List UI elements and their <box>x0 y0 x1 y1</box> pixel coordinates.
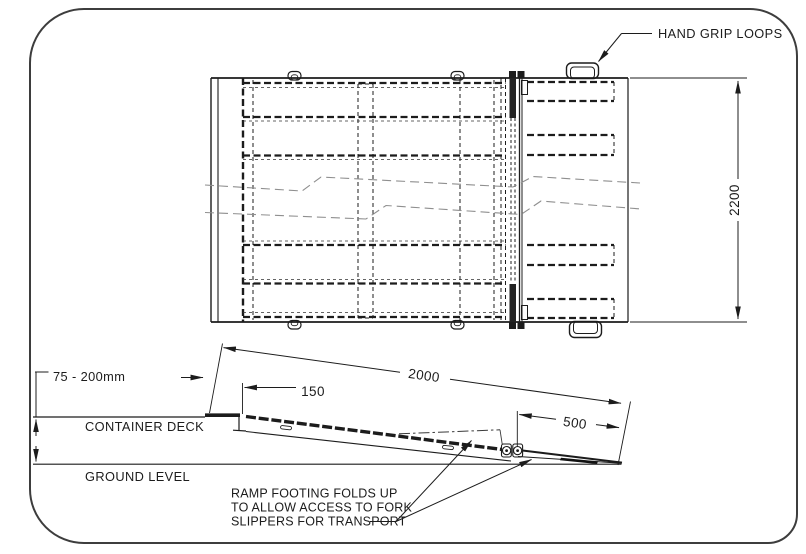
fold-hinge <box>500 71 528 329</box>
deck-height-range-label: 75 - 200mm <box>53 369 125 384</box>
deck-outline <box>210 77 629 323</box>
ground-level-label: GROUND LEVEL <box>85 469 190 484</box>
ramp-footing-note-line3: SLIPPERS FOR TRANSPORT <box>231 515 407 529</box>
ramp-footing-note-line2: TO ALLOW ACCESS TO FORK <box>231 501 413 515</box>
dimension-150 <box>242 383 296 414</box>
ramp-footing-note-line1: RAMP FOOTING FOLDS UP <box>231 487 398 501</box>
dim-150-text: 150 <box>301 384 325 399</box>
ramp-footing-note: RAMP FOOTING FOLDS UP TO ALLOW ACCESS TO… <box>231 487 413 529</box>
footing-folded-phantom-line <box>398 429 503 447</box>
grip-loop-small-bottom-right <box>450 319 465 330</box>
ramp-profile <box>205 413 519 462</box>
footing-hinge <box>500 443 524 458</box>
hand-grip-loop-bottom <box>568 320 603 339</box>
hand-grip-loops-label: HAND GRIP LOOPS <box>658 26 783 41</box>
ramp-footing <box>517 449 623 464</box>
hand-grip-loop-top <box>565 62 600 80</box>
plan-view <box>204 62 642 339</box>
dimension-500 <box>516 411 620 447</box>
dimension-deck-height <box>33 371 204 463</box>
dim-2000-text: 2000 <box>407 366 440 385</box>
break-lines <box>204 175 642 220</box>
deck-rib-verticals <box>241 78 495 322</box>
text-annotations: HAND GRIP LOOPS 2200 2000 150 500 75 - 2… <box>53 26 783 529</box>
dimension-2000 <box>209 343 631 466</box>
dimension-2200 <box>630 77 747 323</box>
dimensions <box>33 77 747 466</box>
grip-loop-small-top-right <box>450 70 465 81</box>
dim-500-text: 500 <box>562 414 588 432</box>
grip-loop-small-top-left <box>287 70 302 81</box>
dim-2200-text: 2200 <box>727 184 742 216</box>
container-deck-label: CONTAINER DECK <box>85 419 204 434</box>
deck-rib-horizontals <box>243 81 506 319</box>
ramp-footing-note-leader <box>370 440 532 522</box>
leader-lines <box>370 33 652 522</box>
hand-grip-loops-leader <box>598 33 652 62</box>
fork-slipper-pockets <box>527 80 615 320</box>
side-view <box>33 413 623 465</box>
grip-loop-small-bottom-left <box>287 319 302 330</box>
